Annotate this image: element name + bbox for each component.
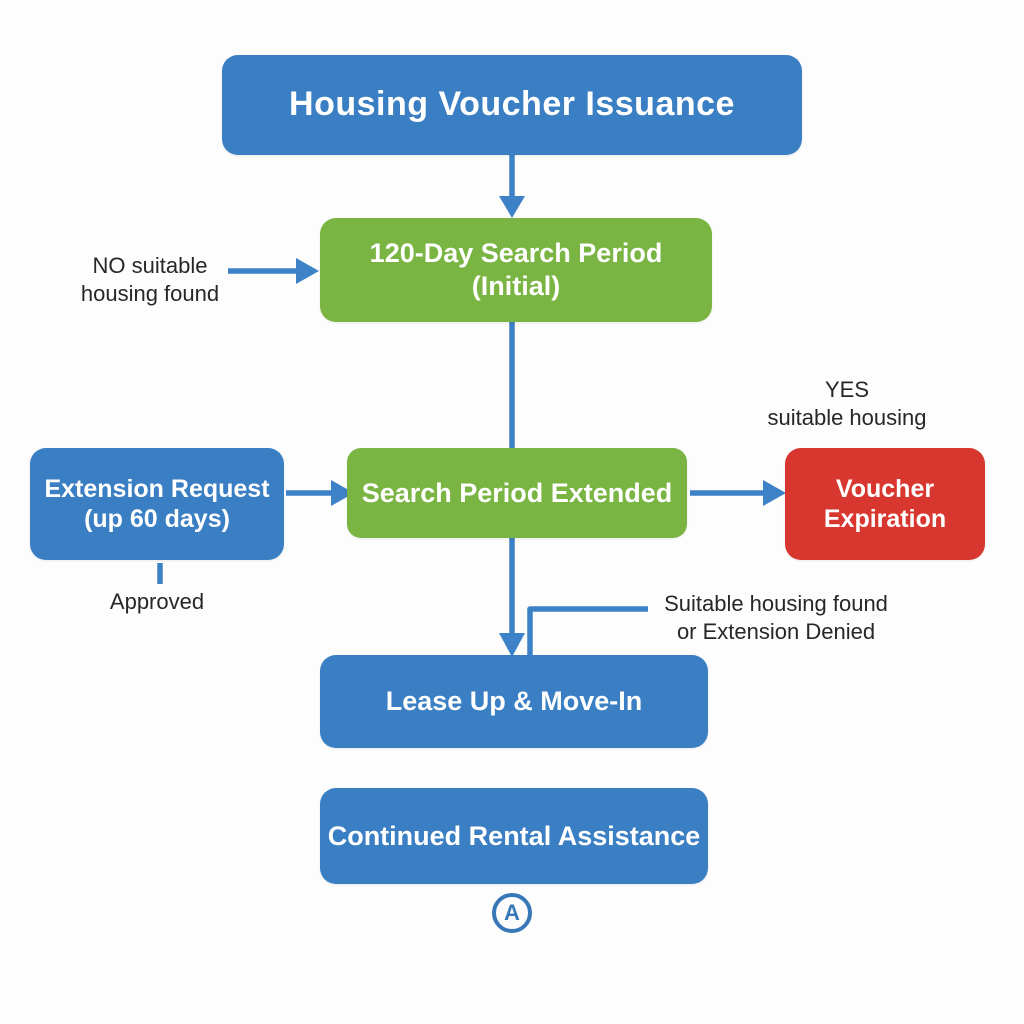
node-label: Voucher <box>835 474 935 503</box>
label-approved: Approved <box>77 588 237 616</box>
node-label: Housing Voucher Issuance <box>289 85 735 124</box>
arrowhead-right-to-extended <box>331 480 354 506</box>
arrowhead-down-to-lease <box>499 633 525 657</box>
arrowhead-right-no-suitable <box>296 258 319 284</box>
node-search-period-extended: Search Period Extended <box>347 448 687 538</box>
elbow-suitable-denied-line <box>527 606 648 656</box>
node-label: Search Period Extended <box>361 477 673 508</box>
node-housing-voucher-issuance: Housing Voucher Issuance <box>222 55 802 155</box>
node-label: 120-Day Search Period <box>369 238 663 269</box>
label-line: YES <box>824 377 870 402</box>
label-line: Suitable housing found <box>664 591 888 616</box>
node-label: Expiration <box>823 505 947 533</box>
label-no-suitable-housing: NO suitable housing found <box>60 252 240 308</box>
node-lease-up-move-in: Lease Up & Move-In <box>320 655 708 748</box>
node-label: Extension Request <box>44 474 270 503</box>
label-yes-suitable-housing: YES suitable housing <box>737 376 957 432</box>
node-120-day-search-period: 120-Day Search Period (Initial) <box>320 218 712 322</box>
node-extension-request: Extension Request (up 60 days) <box>30 448 284 560</box>
label-line: or Extension Denied <box>676 619 876 645</box>
connector-a-letter: A <box>504 900 520 925</box>
label-line: NO suitable <box>92 253 208 278</box>
node-label: Lease Up & Move-In <box>385 686 643 717</box>
arrowhead-down-to-search <box>499 196 525 218</box>
label-suitable-or-denied: Suitable housing found or Extension Deni… <box>638 590 914 646</box>
node-voucher-expiration: Voucher Expiration <box>785 448 985 560</box>
node-continued-rental-assistance: Continued Rental Assistance <box>320 788 708 884</box>
node-label: (Initial) <box>471 271 561 301</box>
label-line: housing found <box>80 281 220 307</box>
arrowhead-right-to-expiration <box>763 480 786 506</box>
connector-a-badge: A <box>492 893 532 933</box>
label-line: suitable housing <box>767 405 927 431</box>
label-line: Approved <box>109 589 205 614</box>
node-label: Continued Rental Assistance <box>327 820 701 851</box>
node-label: (up 60 days) <box>84 505 230 533</box>
